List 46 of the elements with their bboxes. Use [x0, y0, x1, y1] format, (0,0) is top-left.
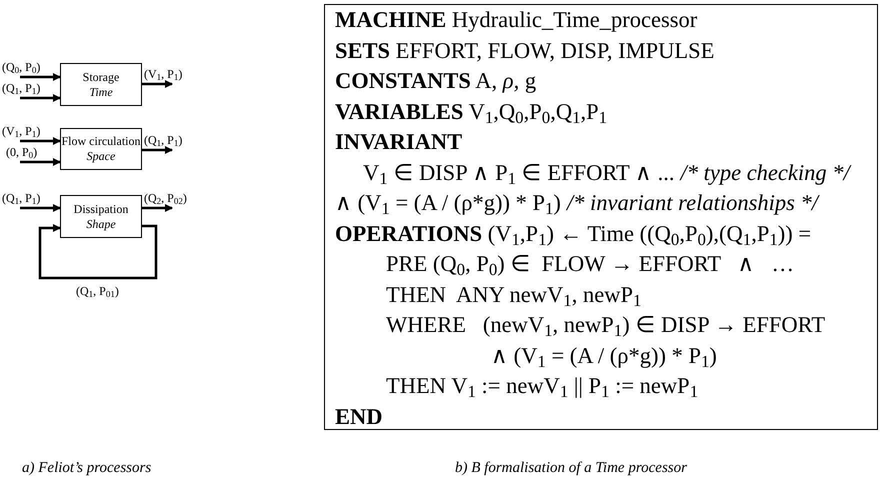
processor-name: Flow circulation — [62, 134, 140, 149]
arrow — [20, 204, 61, 212]
code-line: OPERATIONS (V$_{1}$,P$_{1}$) ← Time ((Q$_{0}$,P$_{0}$),(Q$_{1}$,P$_{1}$)) = — [335, 220, 812, 249]
code-line: THEN V$_{1}$ := newV$_{1}$ || P$_{1}$ := newP$_{1}$ — [386, 372, 698, 402]
arrow — [38, 224, 158, 280]
processor-name: Storage — [82, 70, 120, 84]
figure-caption: a) Feliot’s processors — [22, 459, 152, 478]
code-line: THEN ANY newV$_{1}$, newP$_{1}$ — [386, 280, 642, 310]
edge-label: (Q$_{1}$, P$_{1}$) — [2, 191, 40, 205]
code-line: ∧ (V$_{1}$ = (A / (ρ*g)) * P$_{1}$) — [491, 342, 717, 371]
processor-box — [60, 195, 142, 238]
edge-label: (Q$_{2}$, P$_{02}$) — [144, 191, 187, 205]
arrow — [20, 137, 61, 145]
processor-box — [60, 128, 142, 170]
code-line: ∧ (V$_{1}$ = (A / (ρ*g)) * P$_{1}$) — [335, 189, 561, 218]
code-line: END — [335, 402, 383, 430]
code-line: WHERE (newV$_{1}$, newP$_{1}$) ∈ DISP → EFFORT — [386, 311, 826, 340]
code-comment: /* type checking */ — [680, 158, 850, 187]
processor-dimension: Space — [86, 149, 116, 164]
arrow — [142, 146, 173, 154]
arrow — [20, 73, 61, 81]
edge-label: (V$_{1}$, P$_{1}$) — [144, 67, 182, 81]
edge-label: (V$_{1}$, P$_{1}$) — [2, 124, 40, 138]
edge-label: (Q$_{1}$, P$_{1}$) — [144, 133, 182, 147]
edge-label: (0, P$_{0}$) — [6, 145, 38, 159]
arrow — [20, 94, 61, 102]
arrow — [142, 204, 173, 212]
arrow — [20, 158, 61, 166]
arrow — [142, 80, 173, 88]
edge-label: (Q$_{0}$, P$_{0}$) — [2, 60, 40, 74]
code-comment: /* invariant relationships */ — [566, 189, 818, 217]
code-line: MACHINE Hydraulic_Time_processor — [335, 6, 698, 34]
code-line: VARIABLES V$_{1}$,Q$_{0}$,P$_{0}$,Q$_{1}$,P$_{1}$ — [335, 98, 608, 127]
figure-caption: b) B formalisation of a Time processor — [455, 459, 687, 478]
processor-box — [60, 63, 142, 106]
processor-dimension: Time — [89, 84, 113, 100]
edge-label: (Q$_{1}$, P$_{1}$) — [2, 81, 40, 95]
processor-name: Dissipation — [74, 202, 128, 216]
code-line: CONSTANTS A, ρ, g — [335, 67, 536, 95]
code-line: SETS EFFORT, FLOW, DISP, IMPULSE — [335, 36, 714, 64]
edge-label: (Q$_{1}$, P$_{01}$) — [76, 284, 119, 298]
code-line: PRE (Q$_{0}$, P$_{0}$) ∈ FLOW → EFFORT ∧ … — [386, 250, 794, 280]
code-line: INVARIANT — [335, 128, 462, 156]
code-listing-box — [324, 4, 878, 430]
code-line: V$_{1}$ ∈ DISP ∧ P$_{1}$ ∈ EFFORT ∧ ... — [363, 158, 674, 188]
processor-dimension: Shape — [86, 216, 116, 232]
